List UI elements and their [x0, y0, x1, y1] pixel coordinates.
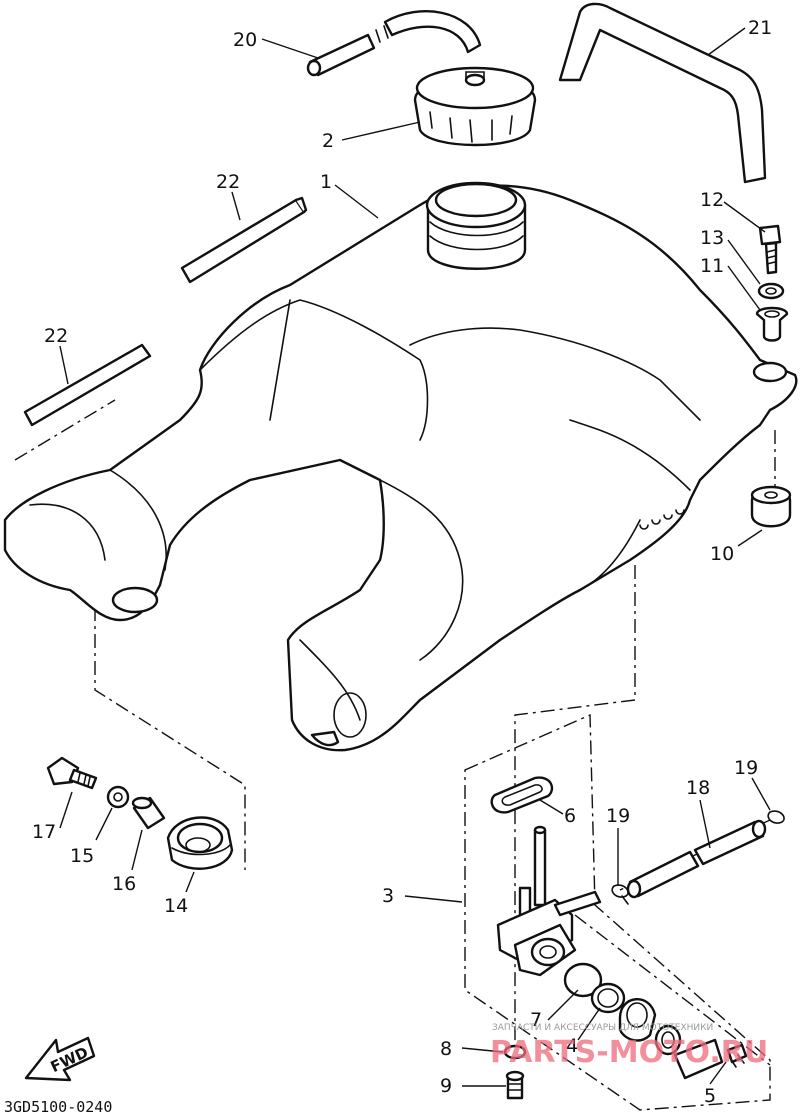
bolt-17 — [46, 756, 98, 790]
o-ring-7 — [563, 962, 603, 998]
callout-18: 18 — [686, 777, 710, 799]
damper-strip-lower — [23, 343, 152, 427]
callout-15: 15 — [70, 845, 94, 867]
clip-19b — [767, 810, 785, 824]
fuel-hose — [626, 819, 767, 899]
callout-16: 16 — [112, 873, 136, 895]
bolt-12 — [758, 224, 782, 275]
watermark-caption: ЗАПЧАСТИ И АКСЕССУАРЫ ДЛЯ МОТОТЕХНИКИ — [492, 1023, 713, 1033]
callout-2: 2 — [322, 130, 334, 152]
drain-screw-9 — [505, 1070, 525, 1100]
breather-hose — [306, 10, 482, 77]
callout-19-left: 19 — [606, 805, 630, 827]
watermark-logo: PARTS-MOTO.RU — [490, 1035, 768, 1070]
gasket-6 — [490, 776, 554, 814]
fuel-cock — [496, 825, 602, 977]
washer-13 — [757, 282, 785, 300]
callout-9: 9 — [440, 1075, 452, 1097]
collar-11 — [755, 306, 789, 342]
callout-6: 6 — [564, 805, 576, 827]
tank-strap — [558, 2, 767, 184]
washer-15 — [106, 785, 130, 809]
callout-21: 21 — [748, 17, 772, 39]
cup-parts — [618, 998, 724, 1080]
grommet-14 — [166, 816, 234, 870]
clip-19a — [611, 884, 629, 905]
callout-22-upper: 22 — [216, 171, 240, 193]
callout-17: 17 — [32, 821, 56, 843]
fwd-arrow: FWD — [24, 1036, 96, 1082]
screw-5 — [726, 1043, 748, 1068]
callout-19-right: 19 — [734, 757, 758, 779]
callout-10: 10 — [710, 543, 734, 565]
callout-labels: 20 2 21 22 1 22 12 13 11 10 17 15 16 14 … — [32, 17, 772, 1107]
callout-12: 12 — [700, 189, 724, 211]
diagram-code: 3GD5100-0240 — [4, 1098, 112, 1115]
callout-3: 3 — [382, 885, 394, 907]
callout-22-lower: 22 — [44, 325, 68, 347]
callout-14: 14 — [164, 895, 188, 917]
callout-20: 20 — [233, 29, 257, 51]
callout-1: 1 — [320, 171, 332, 193]
damper-10 — [750, 485, 792, 528]
callout-13: 13 — [700, 227, 724, 249]
leader-lines — [59, 27, 771, 1087]
damper-strip-upper — [180, 196, 308, 284]
washer-8 — [503, 1044, 527, 1060]
collar-16 — [131, 796, 166, 830]
fuel-tank — [3, 181, 798, 752]
callout-11: 11 — [700, 255, 724, 277]
callout-4: 4 — [566, 1035, 578, 1057]
watermark: ЗАПЧАСТИ И АКСЕССУАРЫ ДЛЯ МОТОТЕХНИКИ PA… — [490, 1023, 768, 1070]
filter-4 — [590, 982, 626, 1014]
callout-8: 8 — [440, 1038, 452, 1060]
callout-7: 7 — [530, 1009, 542, 1031]
fuel-cap — [413, 66, 537, 147]
callout-5: 5 — [704, 1085, 716, 1107]
